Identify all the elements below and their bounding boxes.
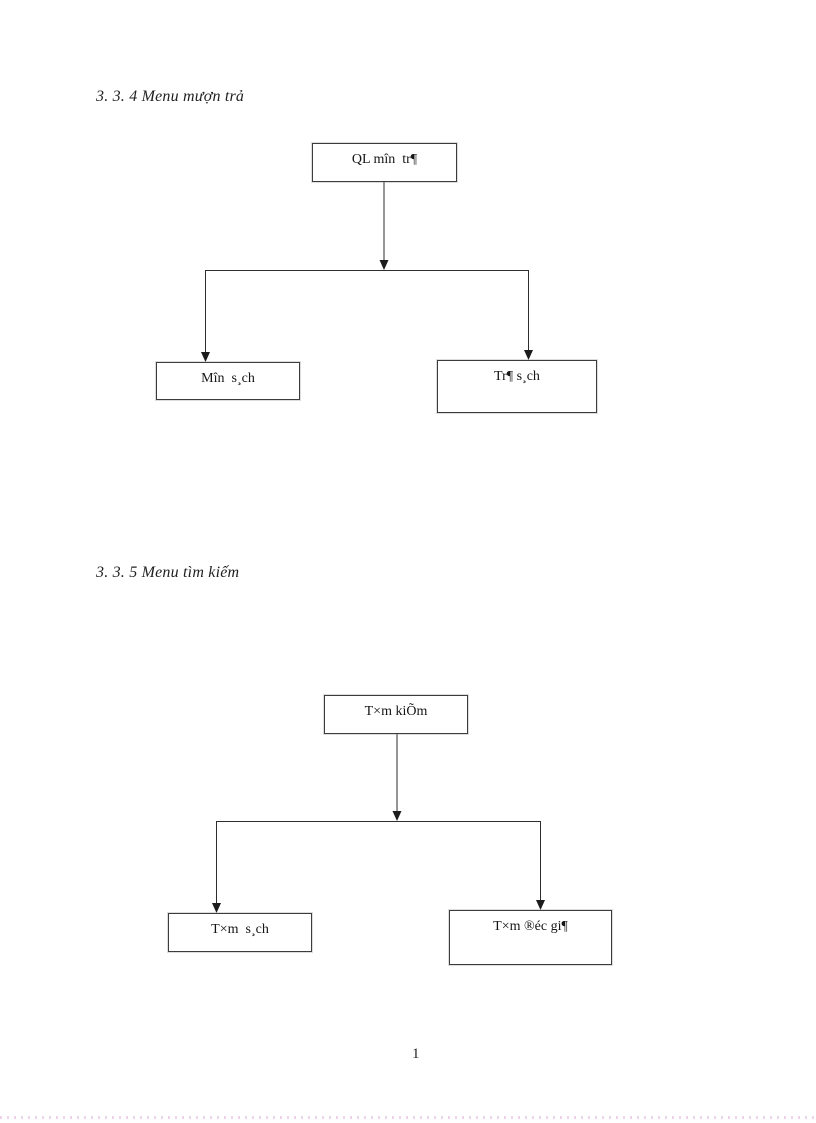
node-label: T×m kiÕm — [364, 704, 428, 719]
chart1-right-arrowhead — [524, 350, 533, 360]
page-number: 1 — [412, 1046, 420, 1062]
section-heading: 3. 3. 5 Menu tìm kiếm — [96, 564, 240, 581]
flowchart-root-node: T×m kiÕm — [324, 695, 468, 734]
chart2-stem-arrowhead — [392, 811, 402, 821]
chart1-left-arrowhead — [201, 352, 210, 362]
flowchart-root-node: QL mîn tr¶ — [312, 143, 457, 182]
node-label: Mîn s¸ch — [201, 371, 255, 386]
node-label: T×m ®éc gi¶ — [493, 919, 568, 934]
chart1-connectors — [201, 182, 533, 362]
flowchart-right-child-node: Tr¶ s¸ch — [437, 360, 597, 413]
chart1-stem-arrowhead — [379, 260, 389, 270]
node-label: Tr¶ s¸ch — [494, 369, 540, 384]
flowchart-left-child-node: Mîn s¸ch — [156, 362, 300, 400]
chart2-left-arrowhead — [212, 903, 221, 913]
node-label: QL mîn tr¶ — [351, 152, 418, 167]
chart2-connectors — [212, 734, 545, 913]
footer-dotted-divider — [0, 1116, 816, 1119]
section-heading: 3. 3. 4 Menu mượn trả — [96, 88, 245, 105]
flowchart-left-child-node: T×m s¸ch — [168, 913, 312, 952]
chart2-right-arrowhead — [536, 900, 545, 910]
node-label: T×m s¸ch — [211, 922, 269, 937]
flowchart-right-child-node: T×m ®éc gi¶ — [449, 910, 612, 965]
